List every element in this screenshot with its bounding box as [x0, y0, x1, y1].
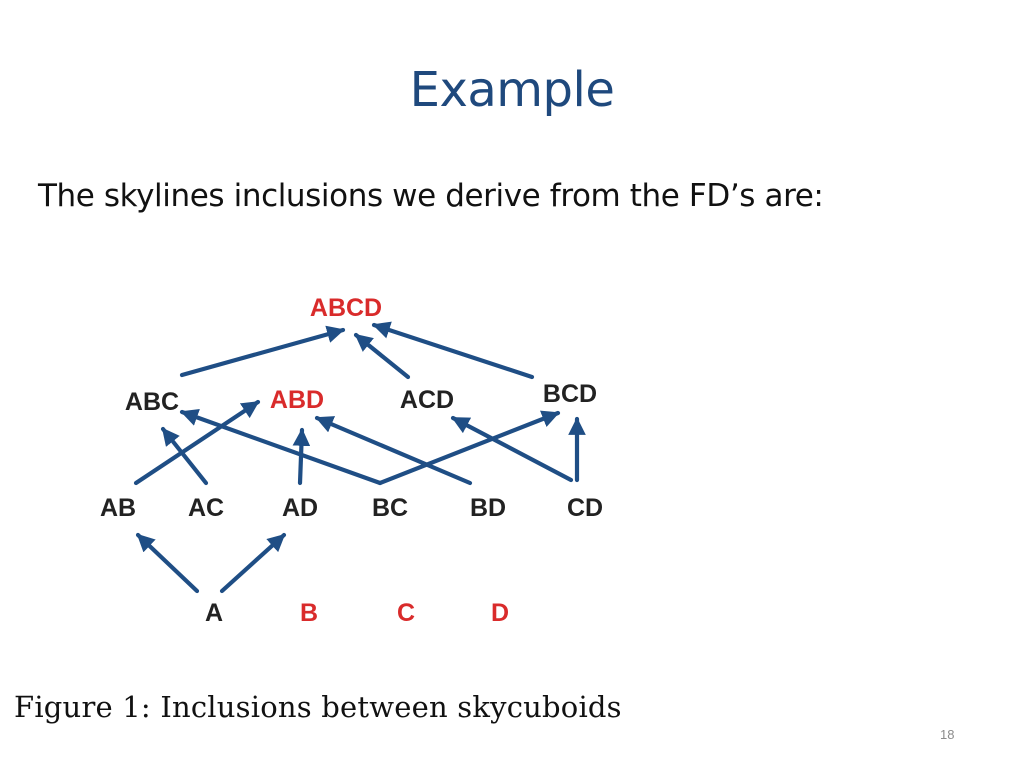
edge-bc-to-abc	[179, 409, 383, 486]
node-abcd: ABCD	[310, 294, 382, 322]
figure-caption: Figure 1: Inclusions between skycuboids	[14, 690, 622, 724]
node-abd: ABD	[270, 386, 324, 414]
slide-title: Example	[409, 62, 615, 118]
node-bd: BD	[470, 494, 506, 522]
edge-bc-to-bcd	[377, 410, 561, 486]
node-d: D	[491, 599, 509, 627]
edge-ac-to-abc	[160, 426, 209, 486]
edge-layer	[133, 321, 586, 594]
node-ac: AC	[188, 494, 224, 522]
node-ab: AB	[100, 494, 136, 522]
node-c: C	[397, 599, 415, 627]
edge-acd-to-abcd	[353, 332, 411, 380]
node-a: A	[205, 599, 223, 627]
slide-body-text: The skylines inclusions we derive from t…	[38, 178, 824, 214]
slide-number: 18	[940, 727, 955, 742]
edge-a-to-ab	[135, 532, 200, 594]
node-abc: ABC	[125, 388, 179, 416]
edge-ab-to-abd	[133, 399, 261, 486]
edge-a-to-ad	[219, 532, 287, 594]
node-bcd: BCD	[543, 380, 597, 408]
node-acd: ACD	[400, 386, 454, 414]
edge-bd-to-abd	[314, 415, 473, 486]
node-cd: CD	[567, 494, 603, 522]
edge-cd-to-acd	[450, 415, 574, 483]
node-bc: BC	[372, 494, 408, 522]
edge-abc-to-abcd	[179, 325, 346, 378]
node-ad: AD	[282, 494, 318, 522]
node-b: B	[300, 599, 318, 627]
edge-bcd-to-abcd	[371, 321, 535, 380]
